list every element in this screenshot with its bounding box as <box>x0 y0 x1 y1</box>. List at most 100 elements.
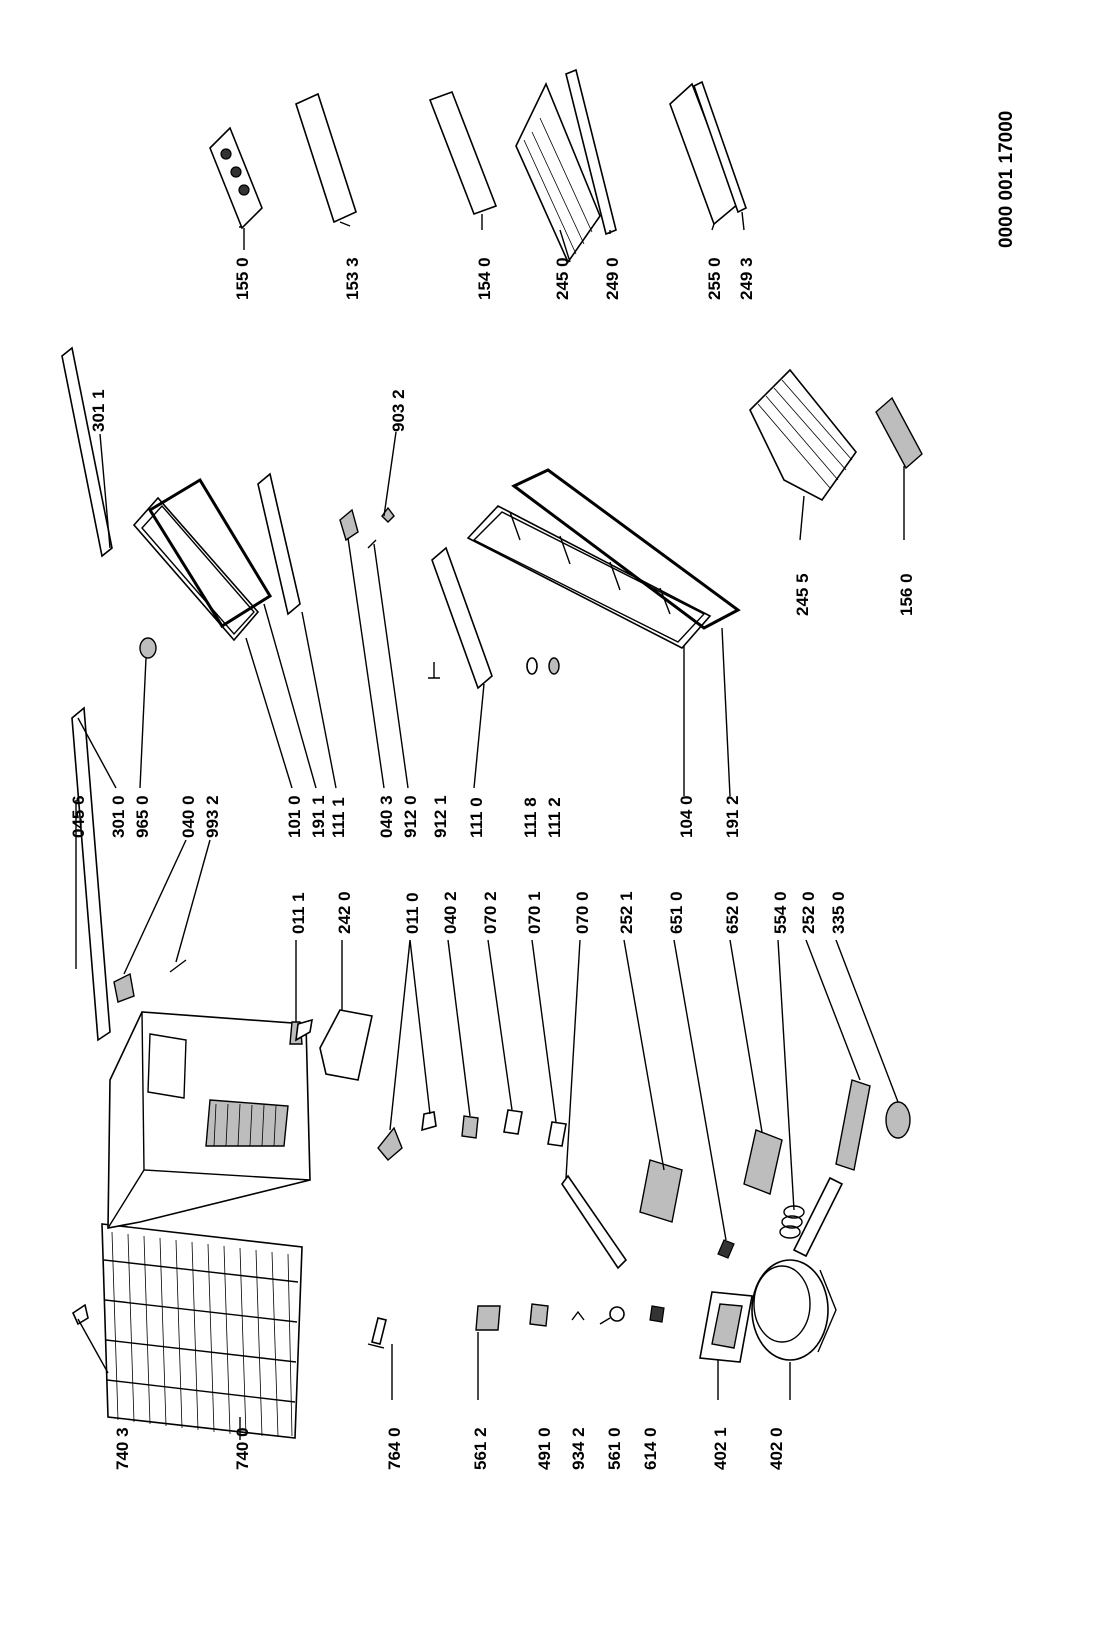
label-2493: 249 3 <box>737 257 756 300</box>
part-2520-thermostat <box>792 1079 871 1258</box>
label-3350: 335 0 <box>829 891 848 934</box>
part-9121-screw <box>428 662 440 679</box>
label-2520: 252 0 <box>799 891 818 934</box>
part-2455-wire-shelf <box>749 368 858 502</box>
document-code: 0000 001 17000 <box>996 111 1017 248</box>
label-4020: 402 0 <box>767 1427 786 1470</box>
part-9342-wire <box>571 1310 585 1321</box>
part-6520-switch <box>743 1129 783 1195</box>
part-1111-handle <box>257 472 301 616</box>
part-0403-hinge <box>339 508 359 542</box>
part-5540-spring <box>779 1205 805 1239</box>
label-2521: 252 1 <box>617 891 636 934</box>
label-5540: 554 0 <box>771 891 790 934</box>
label-2490: 249 0 <box>603 257 622 300</box>
part-1912-gasket <box>511 468 741 630</box>
part-7403-clip <box>71 1303 89 1326</box>
label-5610: 561 0 <box>605 1427 624 1470</box>
part-1118-cap <box>526 657 538 675</box>
part-1110-handle <box>431 546 493 690</box>
label-0110: 011 0 <box>403 892 422 934</box>
label-9650: 965 0 <box>133 795 152 838</box>
part-3011-trim <box>61 346 113 558</box>
part-9120-screw <box>367 539 377 549</box>
label-6510: 651 0 <box>667 891 686 934</box>
label-1110: 111 0 <box>467 797 486 838</box>
part-1112-cap <box>548 657 560 675</box>
label-0400: 040 0 <box>179 795 198 838</box>
label-1540: 154 0 <box>475 257 494 300</box>
part-1010-freezer-door <box>132 496 260 642</box>
part-3010-trim <box>71 706 111 1042</box>
part-0110-fan <box>377 1111 437 1161</box>
part-0111-bolt <box>289 1018 313 1045</box>
label-1912: 191 2 <box>723 795 742 838</box>
part-2420-tray <box>319 1009 373 1081</box>
part-5612-relay <box>475 1305 501 1331</box>
label-1010: 101 0 <box>285 795 304 838</box>
label-1550: 155 0 <box>233 257 252 300</box>
label-2420: 242 0 <box>335 891 354 934</box>
label-1111: 111 1 <box>329 797 348 838</box>
label-1560: 156 0 <box>897 573 916 616</box>
leader-lines <box>75 211 905 1440</box>
label-3011: 301 1 <box>89 389 108 432</box>
label-0402: 040 2 <box>441 891 460 934</box>
label-1911: 191 1 <box>309 795 328 838</box>
part-2493-trim <box>693 80 747 214</box>
label-1112: 111 2 <box>545 797 564 838</box>
label-2455: 245 5 <box>793 573 812 616</box>
label-4021: 402 1 <box>711 1427 730 1470</box>
label-0702: 070 2 <box>481 891 500 934</box>
part-0702-bracket <box>503 1109 523 1135</box>
label-9121: 912 1 <box>431 795 450 838</box>
label-5612: 561 2 <box>471 1427 490 1470</box>
label-0456: 045 6 <box>69 795 88 838</box>
label-9342: 934 2 <box>569 1427 588 1470</box>
label-1118: 111 8 <box>521 797 540 838</box>
label-2450: 245 0 <box>553 257 572 300</box>
part-3350-knob <box>885 1101 911 1139</box>
label-6140: 614 0 <box>641 1427 660 1470</box>
label-1040: 104 0 <box>677 795 696 838</box>
part-5610-thermal <box>599 1306 625 1325</box>
part-1540-door-shelf <box>428 90 498 216</box>
part-2450-shelf <box>515 82 601 264</box>
label-7400: 740 0 <box>233 1427 252 1470</box>
part-labels: 740 3 740 0 764 0 561 2 491 0 934 2 561 … <box>69 257 916 1470</box>
part-0701-bracket <box>547 1121 567 1147</box>
label-4910: 491 0 <box>535 1427 554 1470</box>
part-2490-trim <box>565 68 617 236</box>
part-1560-egg-tray <box>875 396 923 470</box>
label-9032: 903 2 <box>389 389 408 432</box>
part-6140-clip <box>649 1305 665 1323</box>
part-9650-cap <box>139 637 157 659</box>
label-9120: 912 0 <box>401 795 420 838</box>
part-0700-rail <box>561 1174 628 1270</box>
part-1040-fridge-door <box>466 505 712 649</box>
label-1533: 153 3 <box>343 257 362 300</box>
part-1550-tray <box>209 126 263 230</box>
part-1533-door-shelf <box>295 92 357 224</box>
part-7640-drier <box>367 1317 387 1349</box>
part-cabinet <box>107 1011 311 1229</box>
part-4020-compressor <box>751 1259 837 1361</box>
label-9932: 993 2 <box>203 795 222 838</box>
part-0400-hinge <box>113 972 135 1003</box>
label-6520: 652 0 <box>723 891 742 934</box>
label-0111: 011 1 <box>289 892 308 934</box>
label-3010: 301 0 <box>109 795 128 838</box>
part-4021-base <box>699 1291 753 1363</box>
label-7403: 740 3 <box>113 1427 132 1470</box>
label-0701: 070 1 <box>525 891 544 934</box>
part-0402-bracket <box>461 1115 479 1139</box>
part-7400-condenser <box>101 1223 303 1439</box>
part-2521-housing <box>639 1159 683 1223</box>
label-0403: 040 3 <box>377 795 396 838</box>
part-4910-box <box>529 1303 549 1327</box>
label-7640: 764 0 <box>385 1427 404 1470</box>
part-9032-pin <box>381 506 395 523</box>
label-0700: 070 0 <box>573 891 592 934</box>
label-2550: 255 0 <box>705 257 724 300</box>
